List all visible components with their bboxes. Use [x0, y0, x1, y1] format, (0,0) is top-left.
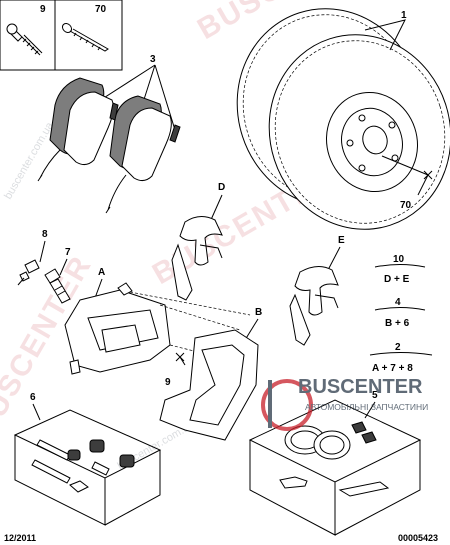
brake-pads: 3: [37, 54, 181, 214]
label-b: B: [255, 307, 262, 318]
kit-5: 5: [248, 390, 422, 536]
kit-6: 6: [13, 392, 162, 526]
label-8: 8: [42, 229, 48, 240]
label-d: D: [218, 182, 225, 193]
label-6: 6: [30, 392, 36, 403]
legend-num: 2: [395, 342, 401, 353]
footer-ref: 00005423: [398, 533, 438, 543]
bolt-7: 7: [44, 247, 71, 304]
label-70-disc: 70: [400, 200, 412, 211]
legend-formula: A + 7 + 8: [372, 363, 413, 374]
label-e: E: [338, 235, 345, 246]
bolt-8: 8: [17, 229, 48, 286]
watermark-site: buscenter.com.ua: [2, 120, 56, 202]
watermark-brand: BUSCENTER: [298, 376, 423, 398]
legend-formula: D + E: [384, 274, 410, 285]
clip-d: D: [171, 182, 225, 301]
label-7: 7: [65, 247, 71, 258]
legend: 10 D + E 4 B + 6 2 A + 7 + 8: [369, 254, 433, 374]
legend-num: 10: [393, 254, 405, 265]
brake-discs: 1 70: [236, 8, 450, 230]
screw-box-70: 70: [54, 0, 123, 71]
label-3: 3: [150, 54, 156, 65]
legend-formula: B + 6: [385, 318, 410, 329]
label-70: 70: [95, 4, 107, 15]
footer-date: 12/2011: [4, 533, 36, 543]
watermark-subtitle: АВТОМОБІЛЬНІ ЗАПЧАСТИНИ: [305, 402, 428, 412]
caliper-a: A: [64, 267, 171, 375]
watermark-logo: BUSCENTER АВТОМОБІЛЬНІ ЗАПЧАСТИНИ: [261, 376, 428, 431]
carrier-b: B 9: [159, 307, 262, 441]
label-9-carrier: 9: [165, 377, 171, 388]
clip-e: E: [289, 235, 345, 346]
label-1: 1: [401, 10, 407, 21]
screw-box-9: 9: [0, 0, 56, 71]
legend-num: 4: [395, 297, 401, 308]
label-5: 5: [372, 390, 378, 401]
label-a: A: [98, 267, 105, 278]
label-9: 9: [40, 4, 46, 15]
